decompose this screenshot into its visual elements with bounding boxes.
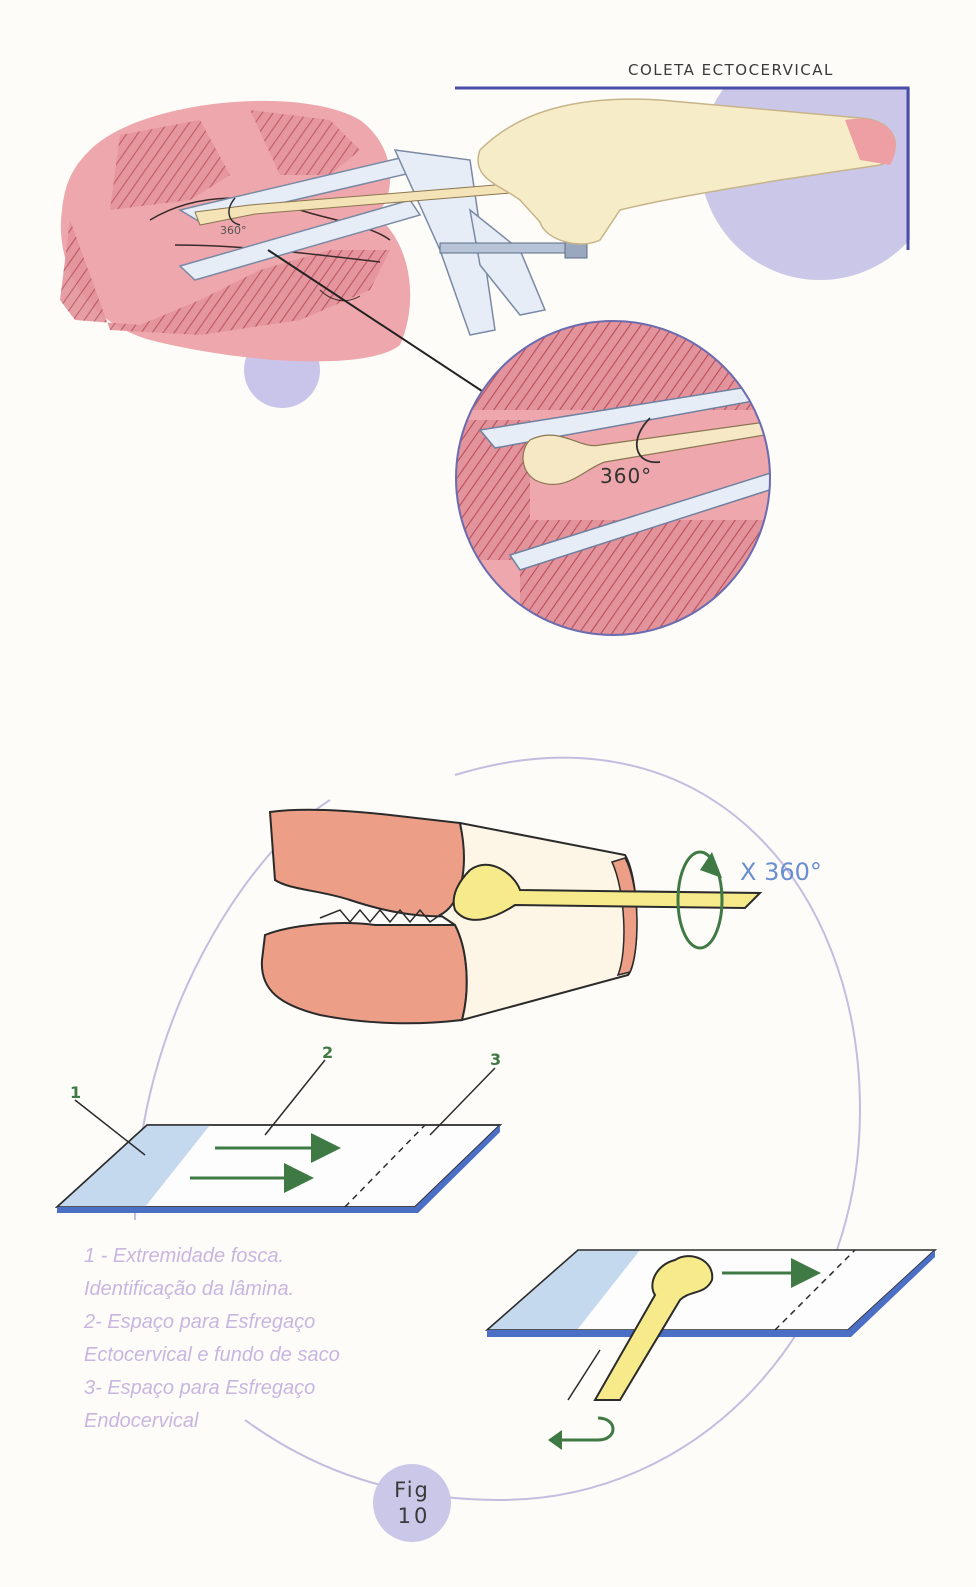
legend-line-1: 1 - Extremidade fosca.: [84, 1240, 464, 1273]
marker-2: 2: [322, 1043, 333, 1062]
legend-line-3: 2- Espaço para Esfregaço: [84, 1306, 464, 1339]
legend-line-2: Identificação da lâmina.: [84, 1273, 464, 1306]
rotation-label: X 360°: [740, 858, 822, 886]
legend-line-6: Endocervical: [84, 1405, 464, 1438]
legend-line-5: 3- Espaço para Esfregaço: [84, 1372, 464, 1405]
legend: 1 - Extremidade fosca. Identificação da …: [84, 1240, 464, 1438]
marker-3: 3: [490, 1050, 501, 1069]
rotation-label-zoom: 360°: [600, 464, 652, 488]
slide-1: [57, 1060, 500, 1213]
badge-line-2: 10: [398, 1504, 431, 1528]
badge-line-1: Fig: [394, 1478, 430, 1502]
legend-line-4: Ectocervical e fundo de saco: [84, 1339, 464, 1372]
marker-1: 1: [70, 1083, 81, 1102]
figure-badge: Fig 10: [373, 1464, 451, 1542]
cervix-cross-section: [262, 810, 637, 1023]
rotation-label-small: 360°: [220, 224, 247, 237]
slide-2: [487, 1250, 935, 1450]
page-title: COLETA ECTOCERVICAL: [628, 61, 834, 79]
